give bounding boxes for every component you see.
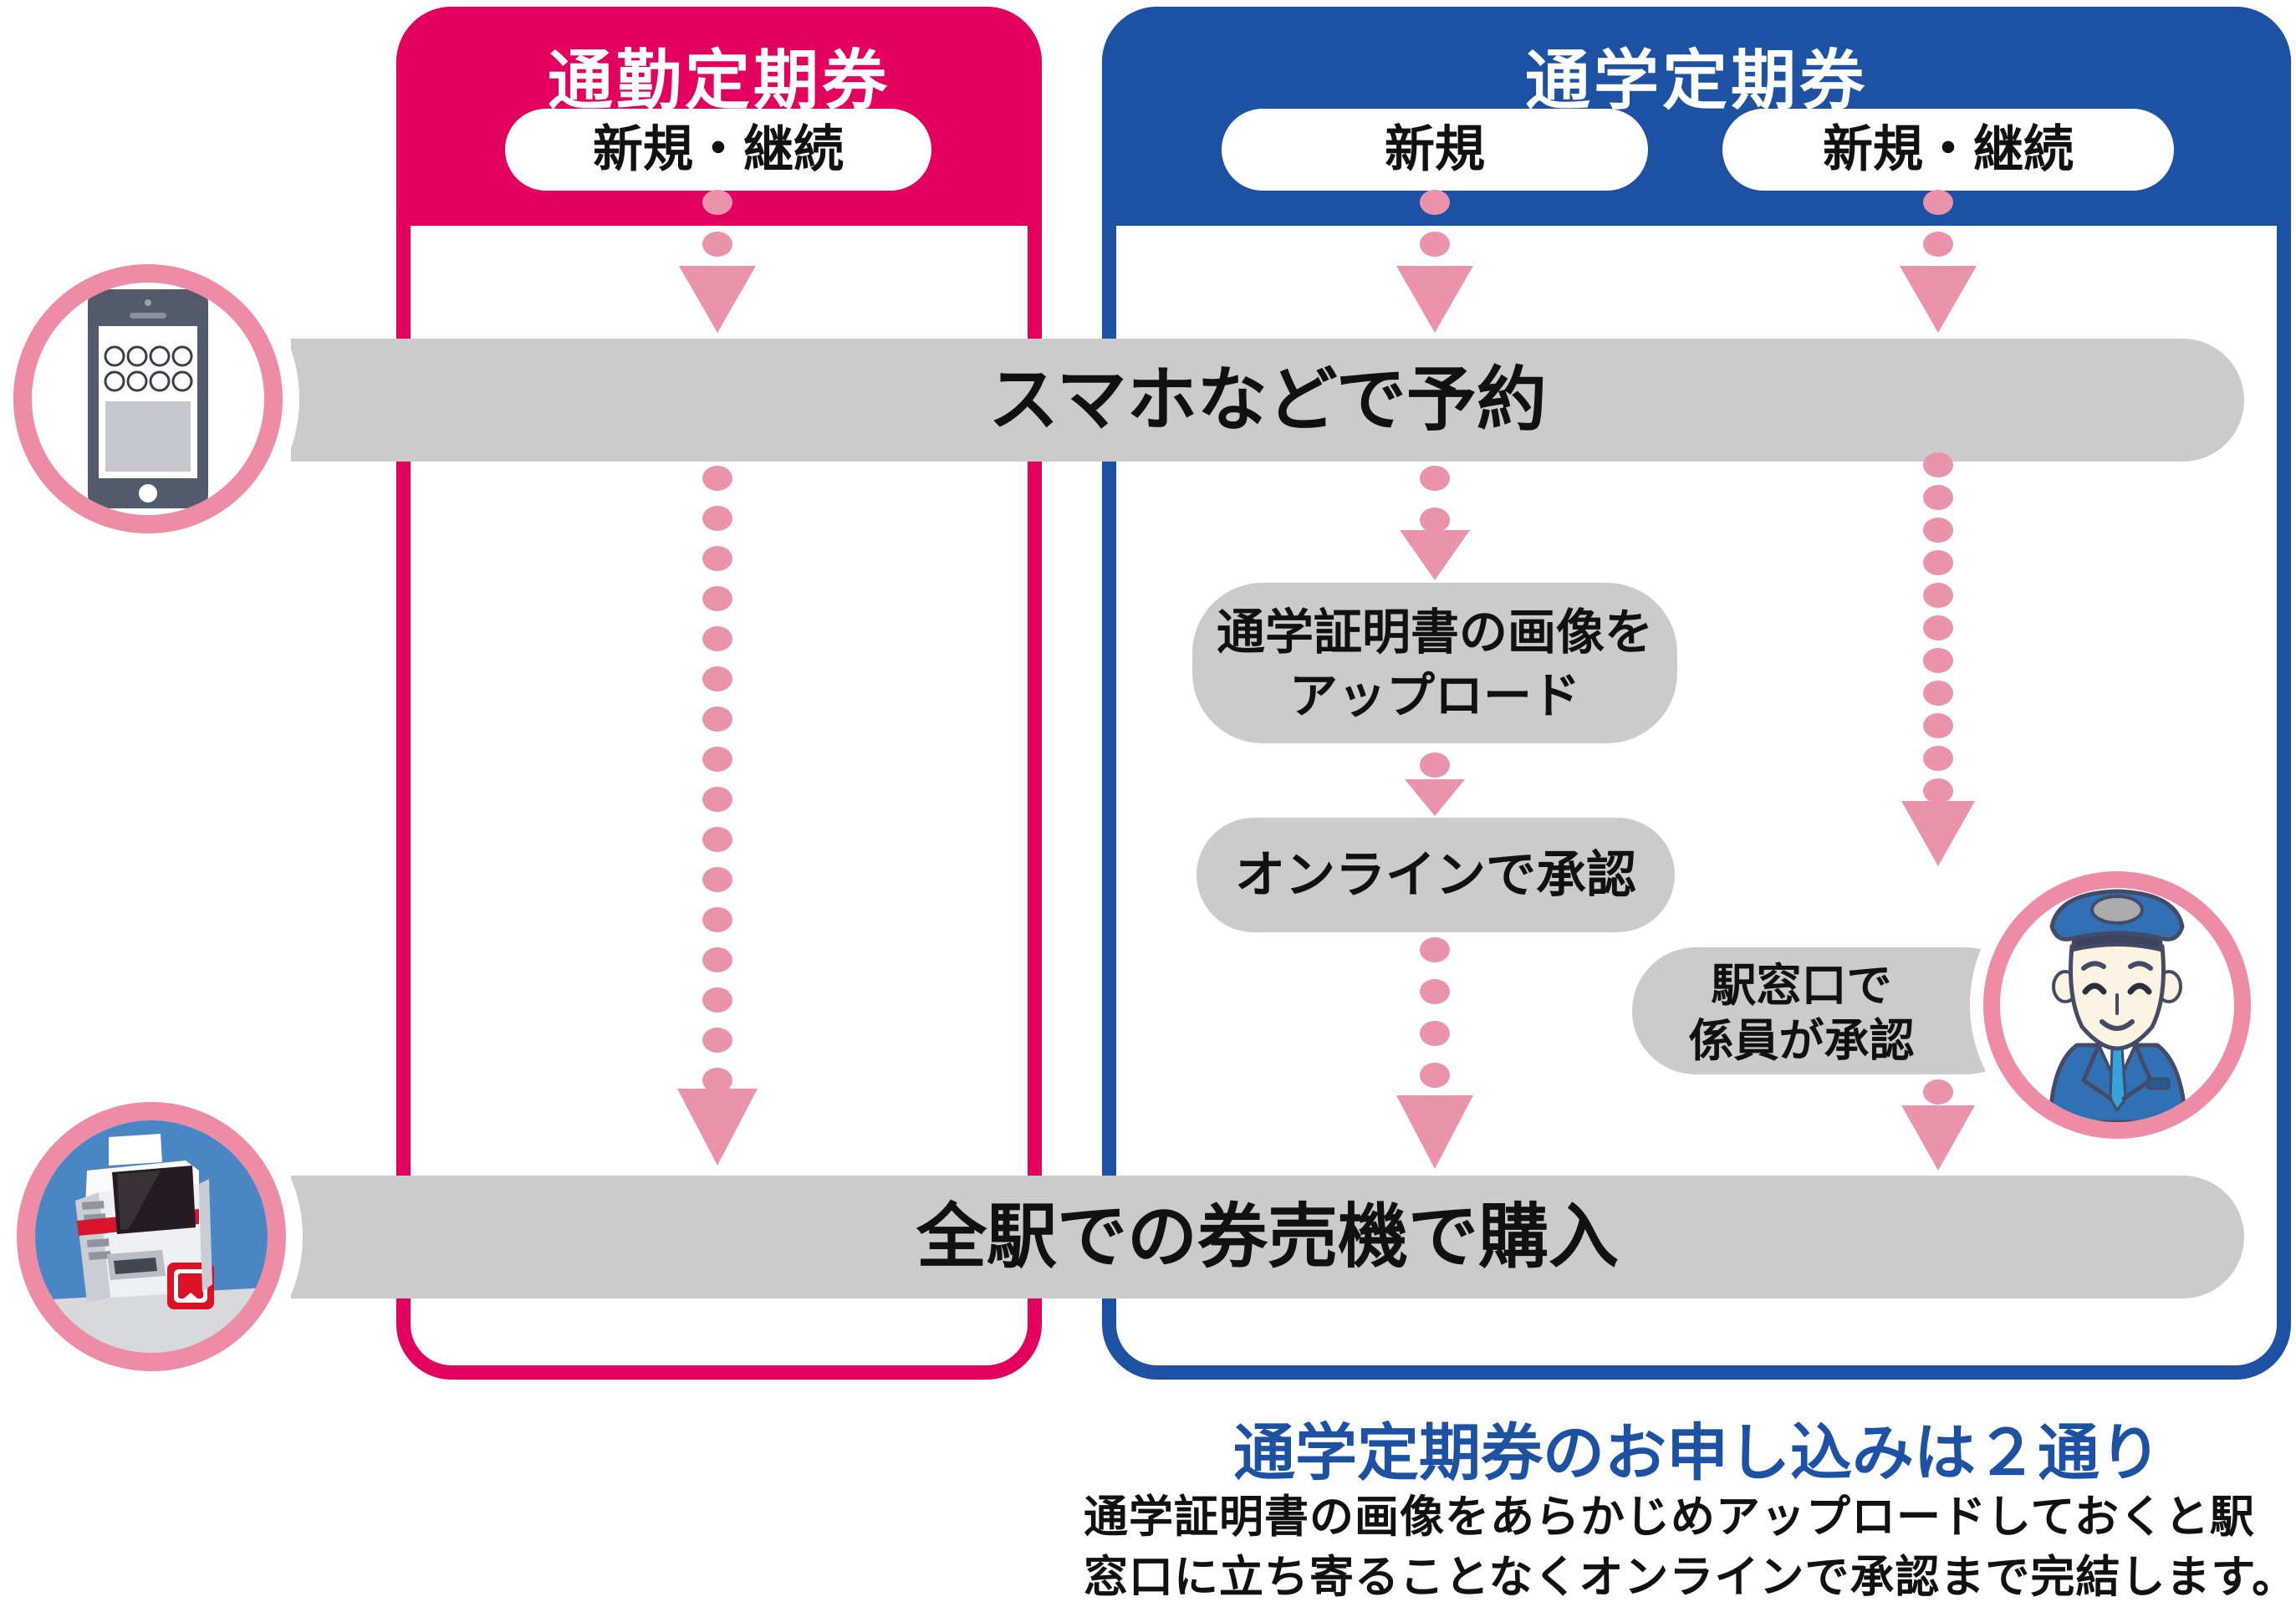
flow-arrow-dot (702, 907, 732, 932)
footer-body-line2: 窓口に立ち寄ることなくオンラインで承認まで完結します。 (1084, 1553, 2296, 1602)
student-new-renew-pill: 新規・継続 (1722, 109, 2174, 191)
flow-arrow-head (677, 1089, 758, 1166)
flow-arrow-dot (702, 506, 732, 531)
flow-arrow-dot (1923, 550, 1953, 575)
commute-new-renew-pill: 新規・継続 (505, 109, 931, 191)
station-window-line1: 駅窓口で (1711, 961, 1892, 1011)
flow-arrow-dot (1420, 1021, 1450, 1046)
upload-certificate-line1: 通学証明書の画像を (1216, 605, 1653, 660)
station-window-line2: 係員が承認 (1688, 1016, 1915, 1066)
flow-arrow-dot (1420, 508, 1450, 533)
flow-arrow-dot (1420, 190, 1450, 215)
student-pass-title: 通学定期券 (1524, 43, 1868, 117)
flow-arrow-dot (702, 827, 732, 852)
ticket-machine-icon (17, 1102, 286, 1371)
online-approval-bubble: オンラインで承認 (1196, 818, 1675, 932)
ticket-machine-illustration (35, 1120, 268, 1353)
student-new-pill: 新規 (1222, 109, 1648, 191)
smartphone-illustration (88, 289, 208, 508)
flow-arrow-dot (702, 987, 732, 1013)
smartphone-icon (13, 264, 283, 533)
flow-arrow-dot (1923, 452, 1953, 477)
flow-arrow-dot (1923, 746, 1953, 771)
flow-arrow-head (1396, 1095, 1473, 1169)
flow-arrow-head (1900, 266, 1977, 333)
flow-arrow-head (1901, 1105, 1975, 1171)
station-window-approval-bubble: 駅窓口で 係員が承認 (1632, 947, 2029, 1074)
flow-arrow-dot (702, 232, 732, 257)
flow-arrow-dot (702, 626, 732, 651)
flow-arrow-dot (702, 466, 732, 491)
flow-arrow-dot (1420, 753, 1450, 778)
footer-body-line1: 通学証明書の画像をあらかじめアップロードしておくと駅 (1084, 1492, 2255, 1542)
flow-arrow-dot (1923, 190, 1953, 215)
flow-arrow-dot (702, 586, 732, 611)
upload-certificate-bubble: 通学証明書の画像を アップロード (1192, 583, 1677, 743)
station-staff-icon (1983, 871, 2251, 1139)
flow-arrow-dot (1923, 1079, 1953, 1105)
flow-arrow-dot (702, 707, 732, 732)
flow-arrow-dot (1923, 518, 1953, 543)
ticket-machine-icon-outer (0, 1085, 303, 1388)
flow-arrow-dot (1923, 713, 1953, 738)
flow-arrow-dot (702, 867, 732, 892)
flow-arrow-dot (1923, 232, 1953, 257)
flow-arrow-dot (1923, 583, 1953, 608)
flow-arrow-head (1901, 801, 1975, 866)
flow-arrow-dot (702, 190, 732, 215)
footer-heading: 通学定期券のお申し込みは２通り (1233, 1418, 2161, 1487)
flow-arrow-dot (1923, 648, 1953, 673)
flow-arrow-dot (1923, 615, 1953, 640)
flow-arrow-head (1405, 779, 1465, 816)
flow-arrow-dot (702, 747, 732, 772)
commute-pass-title: 通勤定期券 (547, 43, 890, 117)
station-staff-icon-outer (1970, 858, 2264, 1152)
flow-arrow-dot (1923, 778, 1953, 804)
flow-arrow-head (1400, 530, 1470, 580)
flow-arrow-dot (1420, 466, 1450, 491)
flow-arrow-dot (702, 1028, 732, 1053)
flow-arrow-dot (1420, 979, 1450, 1004)
flow-arrow-dot (702, 666, 732, 691)
flow-arrow-head (1396, 266, 1473, 333)
flow-arrow-dot (702, 947, 732, 972)
flow-arrow-dot (1923, 681, 1953, 706)
flow-arrow-head (679, 266, 756, 333)
flow-arrow-dot (702, 546, 732, 571)
flow-arrow-dot (1420, 937, 1450, 962)
station-staff-illustration (2048, 889, 2188, 1122)
flow-arrow-dot (1420, 232, 1450, 257)
flow-arrow-dot (702, 787, 732, 812)
reserve-step-bar: スマホなどで予約 (291, 339, 2244, 462)
flow-arrow-dot (1923, 485, 1953, 510)
flow-arrow-dot (1420, 1063, 1450, 1088)
upload-certificate-line2: アップロード (1288, 669, 1580, 723)
smartphone-icon-outer (0, 247, 299, 550)
purchase-step-bar: 全駅での券売機で購入 (291, 1176, 2244, 1298)
